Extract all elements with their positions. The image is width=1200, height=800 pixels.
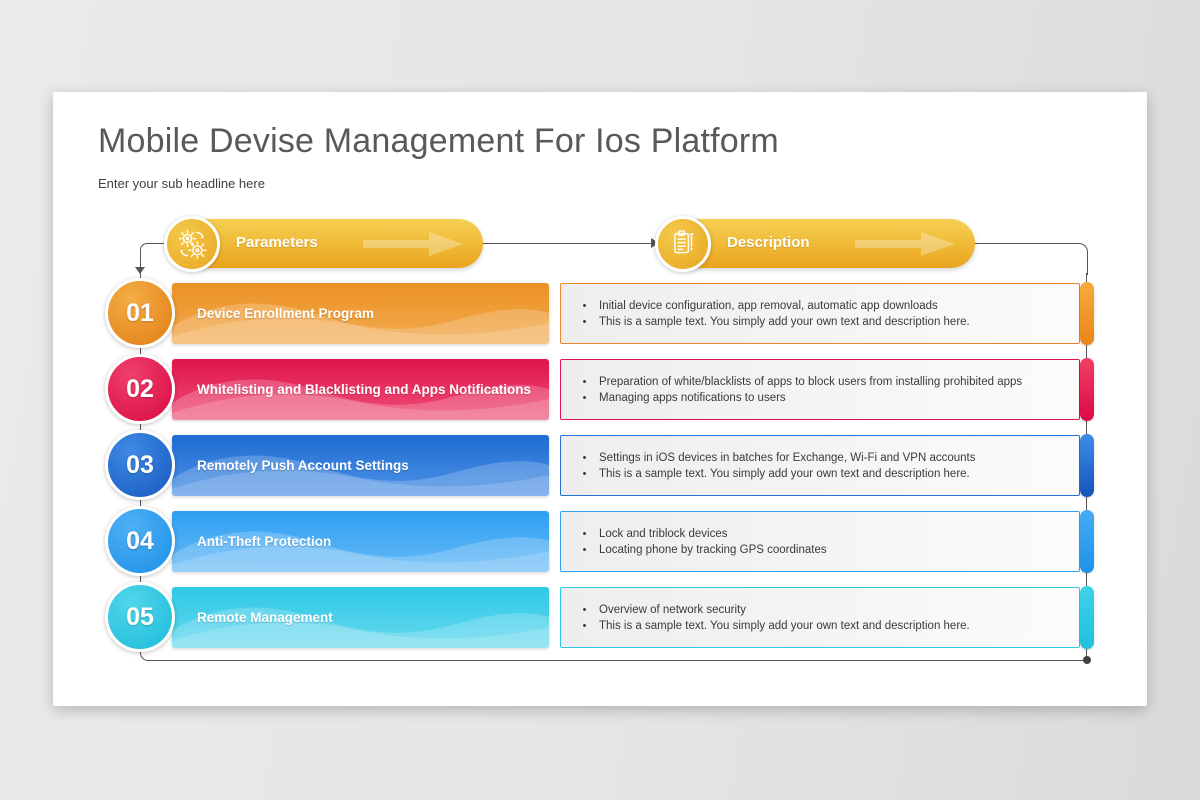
step-number-badge: 04 — [105, 506, 175, 576]
step-number: 05 — [126, 602, 154, 631]
parameters-label: Parameters — [236, 234, 318, 251]
parameter-banner: Device Enrollment Program — [172, 283, 549, 344]
bullet-marker: • — [582, 391, 587, 404]
bullet-marker: • — [582, 315, 587, 328]
clipboard-pencil-icon — [674, 230, 694, 254]
step-number-badge: 03 — [105, 430, 175, 500]
parameters-icon-circle — [164, 216, 220, 272]
bullet-text: Preparation of white/blacklists of apps … — [599, 375, 1023, 388]
bullet-item: • Lock and triblock devices — [579, 526, 1065, 542]
side-accent-pill — [1080, 358, 1094, 421]
wave-decoration-icon — [172, 455, 549, 496]
bullet-item: • This is a sample text. You simply add … — [579, 314, 1065, 330]
description-box: • Initial device configuration, app remo… — [560, 283, 1080, 344]
bullet-text: Initial device configuration, app remova… — [599, 299, 938, 312]
parameters-pill: Parameters — [178, 219, 483, 268]
slide-card: Mobile Devise Management For Ios Platfor… — [53, 92, 1147, 706]
description-label: Description — [727, 234, 810, 251]
bullet-marker: • — [582, 619, 587, 632]
side-accent-pill — [1080, 586, 1094, 649]
bullet-item: • Initial device configuration, app remo… — [579, 298, 1065, 314]
description-box: • Settings in iOS devices in batches for… — [560, 435, 1080, 496]
parameter-banner: Whitelisting and Blacklisting and Apps N… — [172, 359, 549, 420]
parameter-banner: Remotely Push Account Settings — [172, 435, 549, 496]
arrow-down-icon — [135, 267, 145, 274]
table-row: 04 Anti-Theft Protection • Lock and trib… — [105, 506, 1094, 576]
bullet-marker: • — [582, 543, 587, 556]
bullet-marker: • — [582, 375, 587, 388]
parameter-label: Remote Management — [197, 610, 333, 625]
side-accent-pill — [1080, 510, 1094, 573]
parameter-label: Whitelisting and Blacklisting and Apps N… — [197, 382, 532, 397]
parameter-label: Anti-Theft Protection — [197, 534, 332, 549]
bullet-item: • Managing apps notifications to users — [579, 390, 1065, 406]
parameter-banner: Anti-Theft Protection — [172, 511, 549, 572]
wave-decoration-icon — [172, 607, 549, 648]
connector-end-dot — [1083, 656, 1091, 664]
side-accent-pill — [1080, 282, 1094, 345]
bullet-item: • Locating phone by tracking GPS coordin… — [579, 542, 1065, 558]
bullet-item: • This is a sample text. You simply add … — [579, 618, 1065, 634]
bullet-text: Lock and triblock devices — [599, 527, 728, 540]
connector-headers-line — [483, 243, 655, 244]
table-row: 05 Remote Management • Overview of netwo… — [105, 582, 1094, 652]
description-box: • Lock and triblock devices • Locating p… — [560, 511, 1080, 572]
sub-headline: Enter your sub headline here — [98, 176, 265, 191]
table-row: 01 Device Enrollment Program • Initial d… — [105, 278, 1094, 348]
bullet-item: • Overview of network security — [579, 602, 1065, 618]
parameter-label: Device Enrollment Program — [197, 306, 375, 321]
description-icon-circle — [655, 216, 711, 272]
page-title: Mobile Devise Management For Ios Platfor… — [98, 122, 779, 160]
bullet-marker: • — [582, 527, 587, 540]
bullet-text: This is a sample text. You simply add yo… — [599, 315, 970, 328]
bullet-item: • Settings in iOS devices in batches for… — [579, 450, 1065, 466]
connector-top-left — [140, 243, 166, 274]
step-number: 03 — [126, 450, 154, 479]
table-row: 02 Whitelisting and Blacklisting and App… — [105, 354, 1094, 424]
pill-arrow-icon — [855, 232, 955, 256]
description-box: • Overview of network security • This is… — [560, 587, 1080, 648]
step-number-badge: 01 — [105, 278, 175, 348]
step-number-badge: 05 — [105, 582, 175, 652]
description-box: • Preparation of white/blacklists of app… — [560, 359, 1080, 420]
step-number: 02 — [126, 374, 154, 403]
bullet-marker: • — [582, 451, 587, 464]
bullet-marker: • — [582, 603, 587, 616]
bullet-text: Locating phone by tracking GPS coordinat… — [599, 543, 827, 556]
bullet-text: Overview of network security — [599, 603, 746, 616]
pill-arrow-icon — [363, 232, 463, 256]
gears-sync-icon — [178, 229, 207, 260]
parameter-banner: Remote Management — [172, 587, 549, 648]
step-number-badge: 02 — [105, 354, 175, 424]
bullet-text: Managing apps notifications to users — [599, 391, 786, 404]
side-accent-pill — [1080, 434, 1094, 497]
wave-decoration-icon — [172, 379, 549, 420]
bullet-marker: • — [582, 299, 587, 312]
table-row: 03 Remotely Push Account Settings • Sett… — [105, 430, 1094, 500]
step-number: 01 — [126, 298, 154, 327]
bullet-item: • Preparation of white/blacklists of app… — [579, 374, 1065, 390]
bullet-marker: • — [582, 467, 587, 480]
bullet-item: • This is a sample text. You simply add … — [579, 466, 1065, 482]
parameter-label: Remotely Push Account Settings — [197, 458, 409, 473]
step-number: 04 — [126, 526, 154, 555]
bullet-text: This is a sample text. You simply add yo… — [599, 467, 970, 480]
wave-decoration-icon — [172, 303, 549, 344]
bullet-text: Settings in iOS devices in batches for E… — [599, 451, 976, 464]
description-pill: Description — [668, 219, 975, 268]
bullet-text: This is a sample text. You simply add yo… — [599, 619, 970, 632]
wave-decoration-icon — [172, 531, 549, 572]
connector-top-right — [975, 243, 1088, 275]
